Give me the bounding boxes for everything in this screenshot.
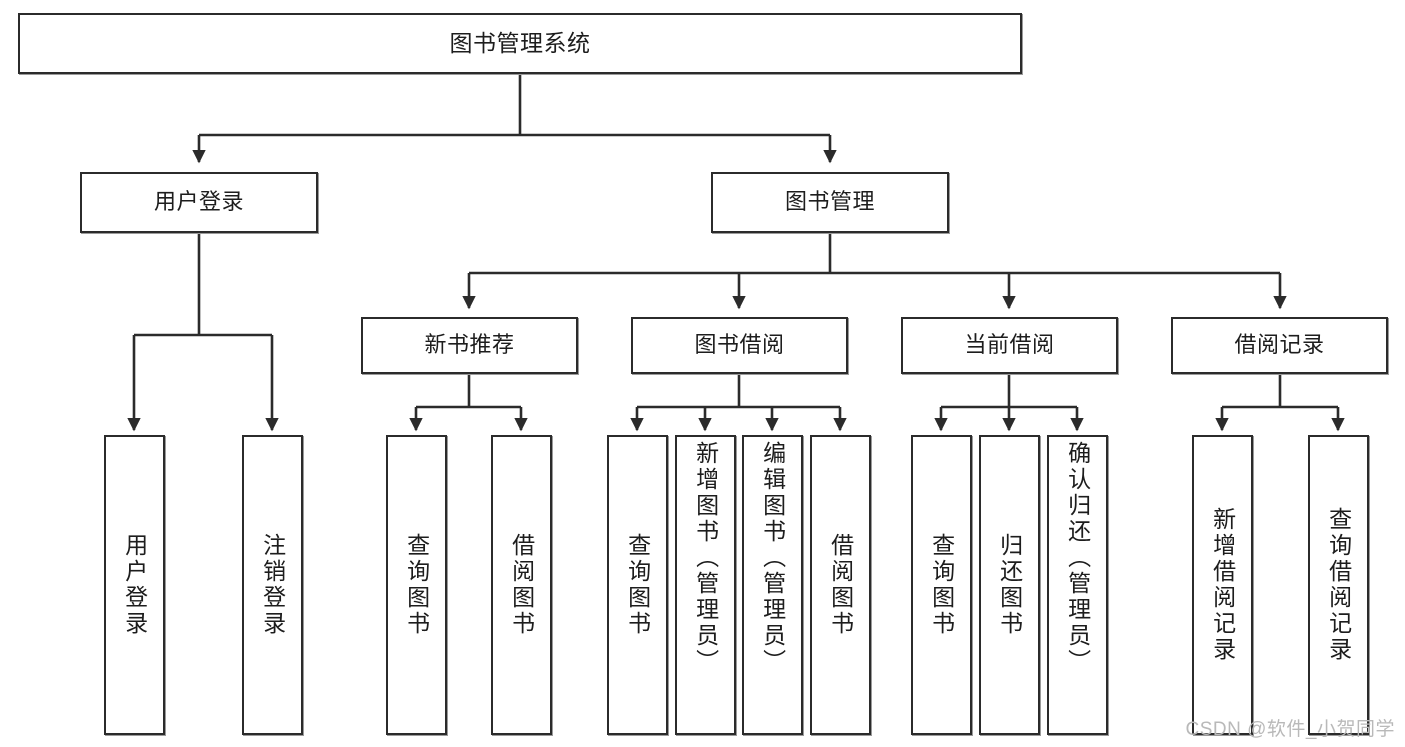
leaf-book-borrow-query-book[interactable]: 查询图书 [607, 435, 668, 735]
node-label: 查询图书 [624, 533, 651, 637]
leaf-borrow-record-add-record[interactable]: 新增借阅记录 [1192, 435, 1253, 735]
leaf-book-borrow-add-book-admin[interactable]: 新增图书（管理员） [675, 435, 736, 735]
leaf-current-borrow-query-book[interactable]: 查询图书 [911, 435, 972, 735]
node-label: 新书推荐 [424, 332, 515, 358]
node-label: 确认归还（管理员） [1064, 441, 1091, 675]
node-borrow-record[interactable]: 借阅记录 [1171, 317, 1388, 374]
node-label: 图书管理 [784, 189, 875, 215]
node-label: 用户登录 [153, 189, 244, 215]
node-label: 查询图书 [928, 533, 955, 637]
node-label: 查询图书 [403, 533, 430, 637]
node-label: 用户登录 [121, 533, 148, 637]
leaf-user-login-logout[interactable]: 注销登录 [242, 435, 303, 735]
leaf-borrow-record-query-record[interactable]: 查询借阅记录 [1308, 435, 1369, 735]
node-root-book-management-system[interactable]: 图书管理系统 [18, 13, 1022, 74]
leaf-new-book-query-book[interactable]: 查询图书 [386, 435, 447, 735]
node-label: 借阅记录 [1234, 332, 1325, 358]
node-label: 查询借阅记录 [1325, 507, 1352, 663]
node-label: 当前借阅 [964, 332, 1055, 358]
leaf-new-book-borrow-book[interactable]: 借阅图书 [491, 435, 552, 735]
leaf-book-borrow-borrow-book[interactable]: 借阅图书 [810, 435, 871, 735]
node-label: 新增图书（管理员） [692, 441, 719, 675]
node-current-borrow[interactable]: 当前借阅 [901, 317, 1118, 374]
node-label: 图书借阅 [694, 332, 785, 358]
node-label: 归还图书 [996, 533, 1023, 637]
leaf-current-borrow-confirm-return-admin[interactable]: 确认归还（管理员） [1047, 435, 1108, 735]
node-book-borrow[interactable]: 图书借阅 [631, 317, 848, 374]
node-label: 借阅图书 [508, 533, 535, 637]
node-label: 注销登录 [259, 533, 286, 637]
node-user-login[interactable]: 用户登录 [80, 172, 318, 233]
leaf-user-login-login[interactable]: 用户登录 [104, 435, 165, 735]
csdn-watermark: CSDN @软件_小贺同学 [1185, 719, 1395, 740]
node-label: 图书管理系统 [449, 30, 591, 57]
leaf-book-borrow-edit-book-admin[interactable]: 编辑图书（管理员） [742, 435, 803, 735]
node-label: 编辑图书（管理员） [759, 441, 786, 675]
node-new-book-recommend[interactable]: 新书推荐 [361, 317, 578, 374]
node-label: 借阅图书 [827, 533, 854, 637]
leaf-current-borrow-return-book[interactable]: 归还图书 [979, 435, 1040, 735]
node-book-management[interactable]: 图书管理 [711, 172, 949, 233]
node-label: 新增借阅记录 [1209, 507, 1236, 663]
